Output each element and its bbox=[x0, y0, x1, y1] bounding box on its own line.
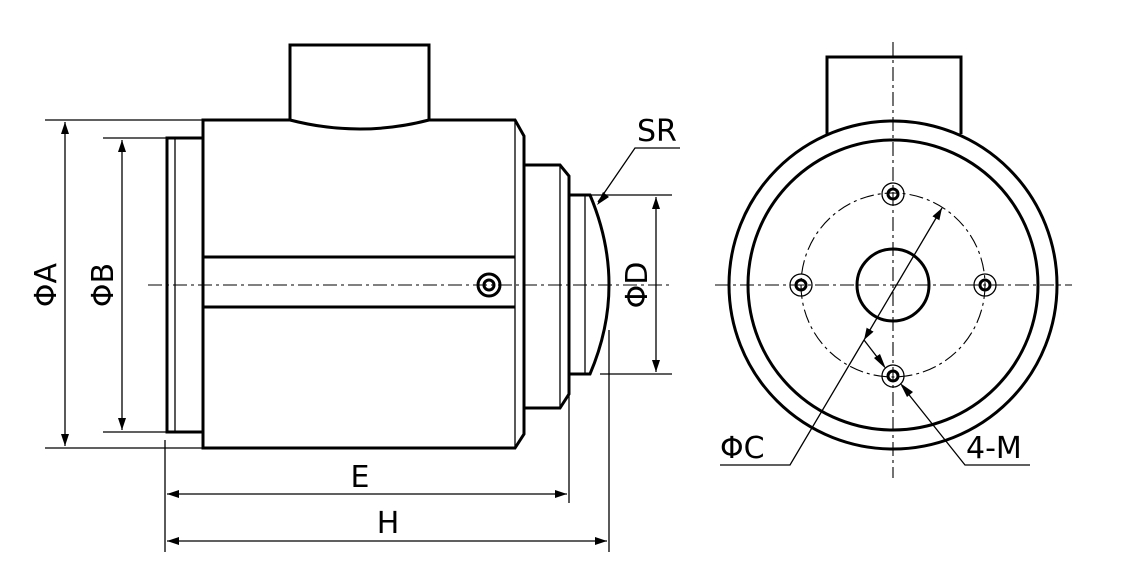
c-leader-arrow bbox=[874, 354, 886, 369]
front-view: ΦC 4-M bbox=[715, 42, 1072, 478]
front-connector-box bbox=[825, 55, 963, 134]
four-m-leader bbox=[901, 385, 1030, 466]
label-h: H bbox=[377, 506, 400, 541]
dim-line-c bbox=[863, 207, 943, 341]
bolt-circle bbox=[800, 192, 986, 378]
side-view: ΦA ΦB ΦD SR E H bbox=[29, 43, 680, 552]
four-m-leader-arrow bbox=[900, 383, 913, 397]
spherical-button bbox=[569, 193, 611, 376]
connector-box bbox=[288, 43, 431, 120]
c-leader bbox=[720, 339, 865, 466]
label-e: E bbox=[351, 460, 370, 495]
outer-circle bbox=[727, 119, 1059, 451]
label-phi-d: ΦD bbox=[620, 262, 655, 309]
bolt-hole-left bbox=[789, 273, 813, 297]
label-sr: SR bbox=[637, 114, 677, 149]
label-phi-c: ΦC bbox=[720, 431, 765, 466]
main-body bbox=[201, 118, 526, 450]
screw-socket bbox=[482, 278, 496, 292]
sr-leader bbox=[597, 147, 680, 203]
bolt-hole-top bbox=[881, 182, 905, 206]
label-4-m: 4-M bbox=[966, 431, 1022, 466]
bolt-hole-bottom bbox=[881, 364, 905, 388]
right-boss bbox=[524, 163, 571, 410]
screw-head bbox=[476, 272, 502, 298]
left-flange bbox=[165, 136, 203, 434]
label-phi-b: ΦB bbox=[86, 263, 121, 307]
sr-leader-arrow bbox=[597, 192, 609, 205]
label-phi-a: ΦA bbox=[29, 262, 64, 307]
bolt-hole-right bbox=[973, 273, 997, 297]
inner-circle bbox=[746, 138, 1040, 432]
